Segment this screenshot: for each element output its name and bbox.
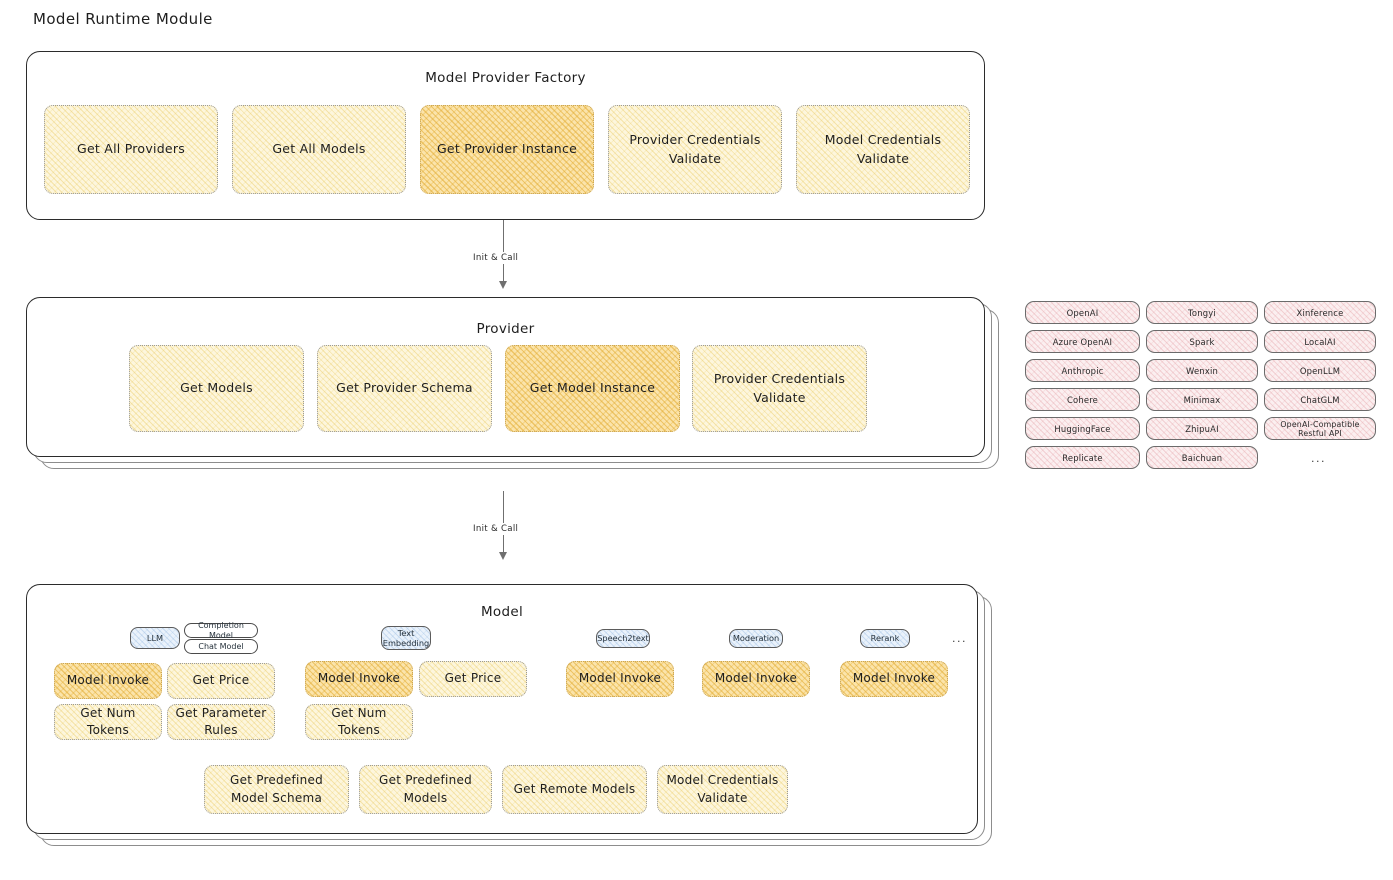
provider-chip-localai[interactable]: LocalAI (1264, 330, 1376, 353)
factory-node-get-provider-instance[interactable]: Get Provider Instance (420, 105, 594, 194)
provider-chip-anthropic[interactable]: Anthropic (1025, 359, 1140, 382)
provider-node-get-provider-schema[interactable]: Get Provider Schema (317, 345, 492, 432)
model-type-badge-llm[interactable]: LLM (130, 627, 180, 649)
factory-node-get-all-providers[interactable]: Get All Providers (44, 105, 218, 194)
model-shared-method-get-predefined-model-schema[interactable]: Get Predefined Model Schema (204, 765, 349, 814)
rerank-method-model-invoke[interactable]: Model Invoke (840, 661, 948, 697)
llm-method-get-num-tokens[interactable]: Get Num Tokens (54, 704, 162, 740)
provider-list-more: ... (1311, 452, 1326, 465)
text-embedding-method-get-num-tokens[interactable]: Get Num Tokens (305, 704, 413, 740)
provider-chip-huggingface[interactable]: HuggingFace (1025, 417, 1140, 440)
text-embedding-method-model-invoke[interactable]: Model Invoke (305, 661, 413, 697)
text-embedding-method-get-price[interactable]: Get Price (419, 661, 527, 697)
factory-node-get-all-models[interactable]: Get All Models (232, 105, 406, 194)
provider-node-provider-credentials-validate[interactable]: Provider Credentials Validate (692, 345, 867, 432)
model-type-badge-text-embedding[interactable]: Text Embedding (381, 626, 431, 650)
provider-chip-openai[interactable]: OpenAI (1025, 301, 1140, 324)
provider-node-get-models[interactable]: Get Models (129, 345, 304, 432)
provider-chip-xinference[interactable]: Xinference (1264, 301, 1376, 324)
connector-bottom-arrowhead (499, 552, 507, 560)
provider-chip-spark[interactable]: Spark (1146, 330, 1258, 353)
provider-chip-minimax[interactable]: Minimax (1146, 388, 1258, 411)
provider-chip-tongyi[interactable]: Tongyi (1146, 301, 1258, 324)
provider-node-get-model-instance[interactable]: Get Model Instance (505, 345, 680, 432)
page-title: Model Runtime Module (33, 10, 213, 28)
llm-method-get-price[interactable]: Get Price (167, 663, 275, 699)
speech2text-method-model-invoke[interactable]: Model Invoke (566, 661, 674, 697)
model-shared-method-get-predefined-models[interactable]: Get Predefined Models (359, 765, 492, 814)
llm-method-get-parameter-rules[interactable]: Get Parameter Rules (167, 704, 275, 740)
provider-chip-zhipuai[interactable]: ZhipuAI (1146, 417, 1258, 440)
provider-chip-chatglm[interactable]: ChatGLM (1264, 388, 1376, 411)
provider-chip-wenxin[interactable]: Wenxin (1146, 359, 1258, 382)
model-types-more: ... (952, 632, 967, 645)
model-type-badge-rerank[interactable]: Rerank (860, 629, 910, 648)
model-subtype-badge-chat-model[interactable]: Chat Model (184, 639, 258, 654)
provider-chip-azure-openai[interactable]: Azure OpenAI (1025, 330, 1140, 353)
model-shared-method-model-credentials-validate[interactable]: Model Credentials Validate (657, 765, 788, 814)
factory-node-model-credentials-validate[interactable]: Model Credentials Validate (796, 105, 970, 194)
model-shared-method-get-remote-models[interactable]: Get Remote Models (502, 765, 647, 814)
connector-top-label: Init & Call (470, 252, 522, 264)
provider-chip-openai-compatible-restful-api[interactable]: OpenAI-Compatible Restful API (1264, 417, 1376, 440)
provider-chip-openllm[interactable]: OpenLLM (1264, 359, 1376, 382)
moderation-method-model-invoke[interactable]: Model Invoke (702, 661, 810, 697)
provider-title: Provider (476, 321, 535, 337)
model-subtype-badge-completion-model[interactable]: Completion Model (184, 621, 258, 640)
model-type-badge-moderation[interactable]: Moderation (729, 629, 783, 648)
provider-chip-replicate[interactable]: Replicate (1025, 446, 1140, 469)
connector-top-arrowhead (499, 281, 507, 289)
model-type-badge-speech2text[interactable]: Speech2text (596, 629, 650, 648)
provider-chip-cohere[interactable]: Cohere (1025, 388, 1140, 411)
model-title: Model (480, 604, 524, 620)
model-provider-factory-title: Model Provider Factory (425, 70, 586, 86)
provider-chip-baichuan[interactable]: Baichuan (1146, 446, 1258, 469)
llm-method-model-invoke[interactable]: Model Invoke (54, 663, 162, 699)
factory-node-provider-credentials-validate[interactable]: Provider Credentials Validate (608, 105, 782, 194)
connector-bottom-label: Init & Call (470, 523, 522, 535)
